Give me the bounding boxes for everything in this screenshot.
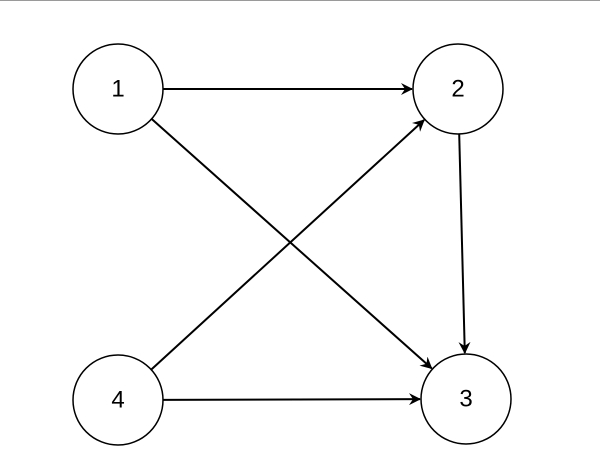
node-circle	[72, 43, 164, 135]
nodes: 1 2 3 4	[72, 43, 512, 446]
edges	[150, 83, 471, 406]
node-label: 1	[111, 76, 124, 103]
edge-4-to-2	[150, 119, 425, 371]
node-label: 4	[111, 387, 124, 414]
node-2: 2	[412, 43, 504, 135]
edge-4-to-3	[162, 393, 421, 406]
edge-1-to-3	[150, 118, 433, 370]
node-3: 3	[420, 353, 512, 445]
node-4: 4	[72, 354, 164, 446]
node-circle	[412, 43, 504, 135]
node-label: 2	[451, 76, 464, 103]
node-circle	[72, 354, 164, 446]
top-border	[0, 0, 600, 1]
edge-2-to-3	[458, 133, 471, 354]
node-label: 3	[459, 386, 472, 413]
node-circle	[420, 353, 512, 445]
node-1: 1	[72, 43, 164, 135]
